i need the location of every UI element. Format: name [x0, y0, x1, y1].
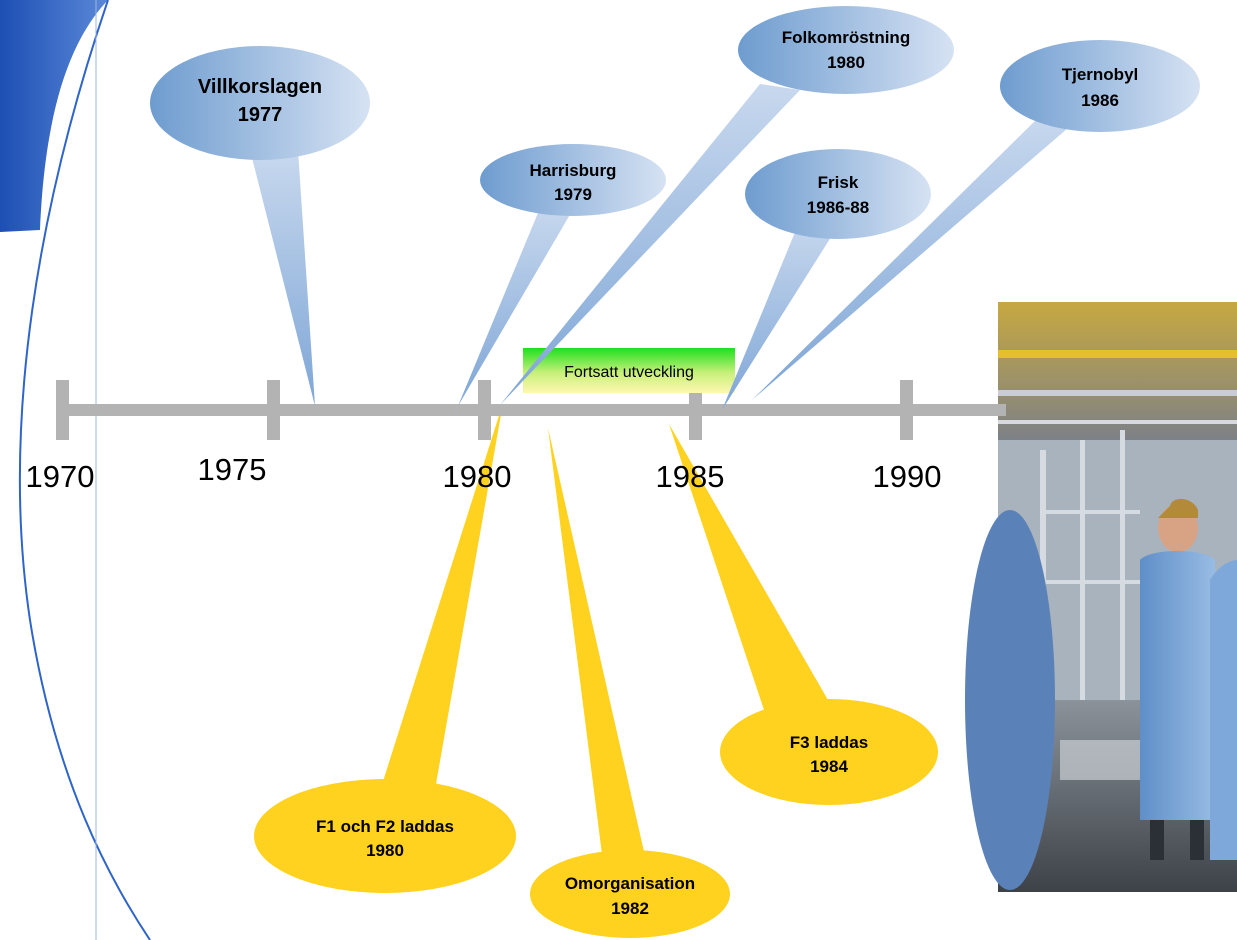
event-bubble-tjernobyl: Tjernobyl 1986 [752, 40, 1200, 400]
photo-cleanroom [965, 302, 1237, 892]
tick-label-1975: 1975 [198, 452, 267, 487]
axis-tick [56, 380, 69, 440]
event-year: 1982 [611, 899, 649, 918]
axis-tick [689, 380, 702, 440]
event-title: Harrisburg [530, 161, 617, 180]
event-bubble-f3: F3 laddas 1984 [669, 424, 938, 805]
event-title: F1 och F2 laddas [316, 817, 454, 836]
event-title: Tjernobyl [1062, 65, 1139, 84]
event-year: 1986 [1081, 91, 1119, 110]
above-events: Villkorslagen 1977 Harrisburg 1979 Folko… [150, 6, 1200, 410]
event-title: Frisk [818, 173, 859, 192]
tick-label-1985: 1985 [656, 459, 725, 494]
axis-tick [267, 380, 280, 440]
event-year: 1977 [238, 104, 283, 126]
timeline-axis: 1970 1975 1980 1985 1990 [26, 380, 1006, 494]
event-title: Villkorslagen [198, 76, 322, 98]
tick-label-1970: 1970 [26, 459, 95, 494]
event-year: 1979 [554, 185, 592, 204]
event-bubble-omorganisation: Omorganisation 1982 [530, 428, 730, 938]
event-year: 1986-88 [807, 198, 869, 217]
event-title: Omorganisation [565, 874, 695, 893]
banner-fortsatt-utveckling: Fortsatt utveckling [523, 348, 735, 393]
banner-label: Fortsatt utveckling [564, 364, 694, 381]
event-bubble-villkorslagen: Villkorslagen 1977 [150, 46, 370, 406]
event-bubble-frisk: Frisk 1986-88 [722, 149, 931, 410]
axis-tick [900, 380, 913, 440]
left-decorative-band [0, 0, 151, 940]
event-year: 1980 [827, 53, 865, 72]
tick-label-1990: 1990 [873, 459, 942, 494]
event-title: F3 laddas [790, 733, 868, 752]
event-title: Folkomröstning [782, 28, 910, 47]
event-year: 1980 [366, 841, 404, 860]
event-year: 1984 [810, 757, 848, 776]
event-bubble-folkomrostning: Folkomröstning 1980 [500, 6, 954, 405]
below-events: F1 och F2 laddas 1980 Omorganisation 198… [254, 403, 938, 938]
event-bubble-harrisburg: Harrisburg 1979 [458, 144, 666, 406]
axis-tick [478, 380, 491, 440]
event-bubble-f1-f2: F1 och F2 laddas 1980 [254, 403, 516, 893]
tick-label-1980: 1980 [443, 459, 512, 494]
